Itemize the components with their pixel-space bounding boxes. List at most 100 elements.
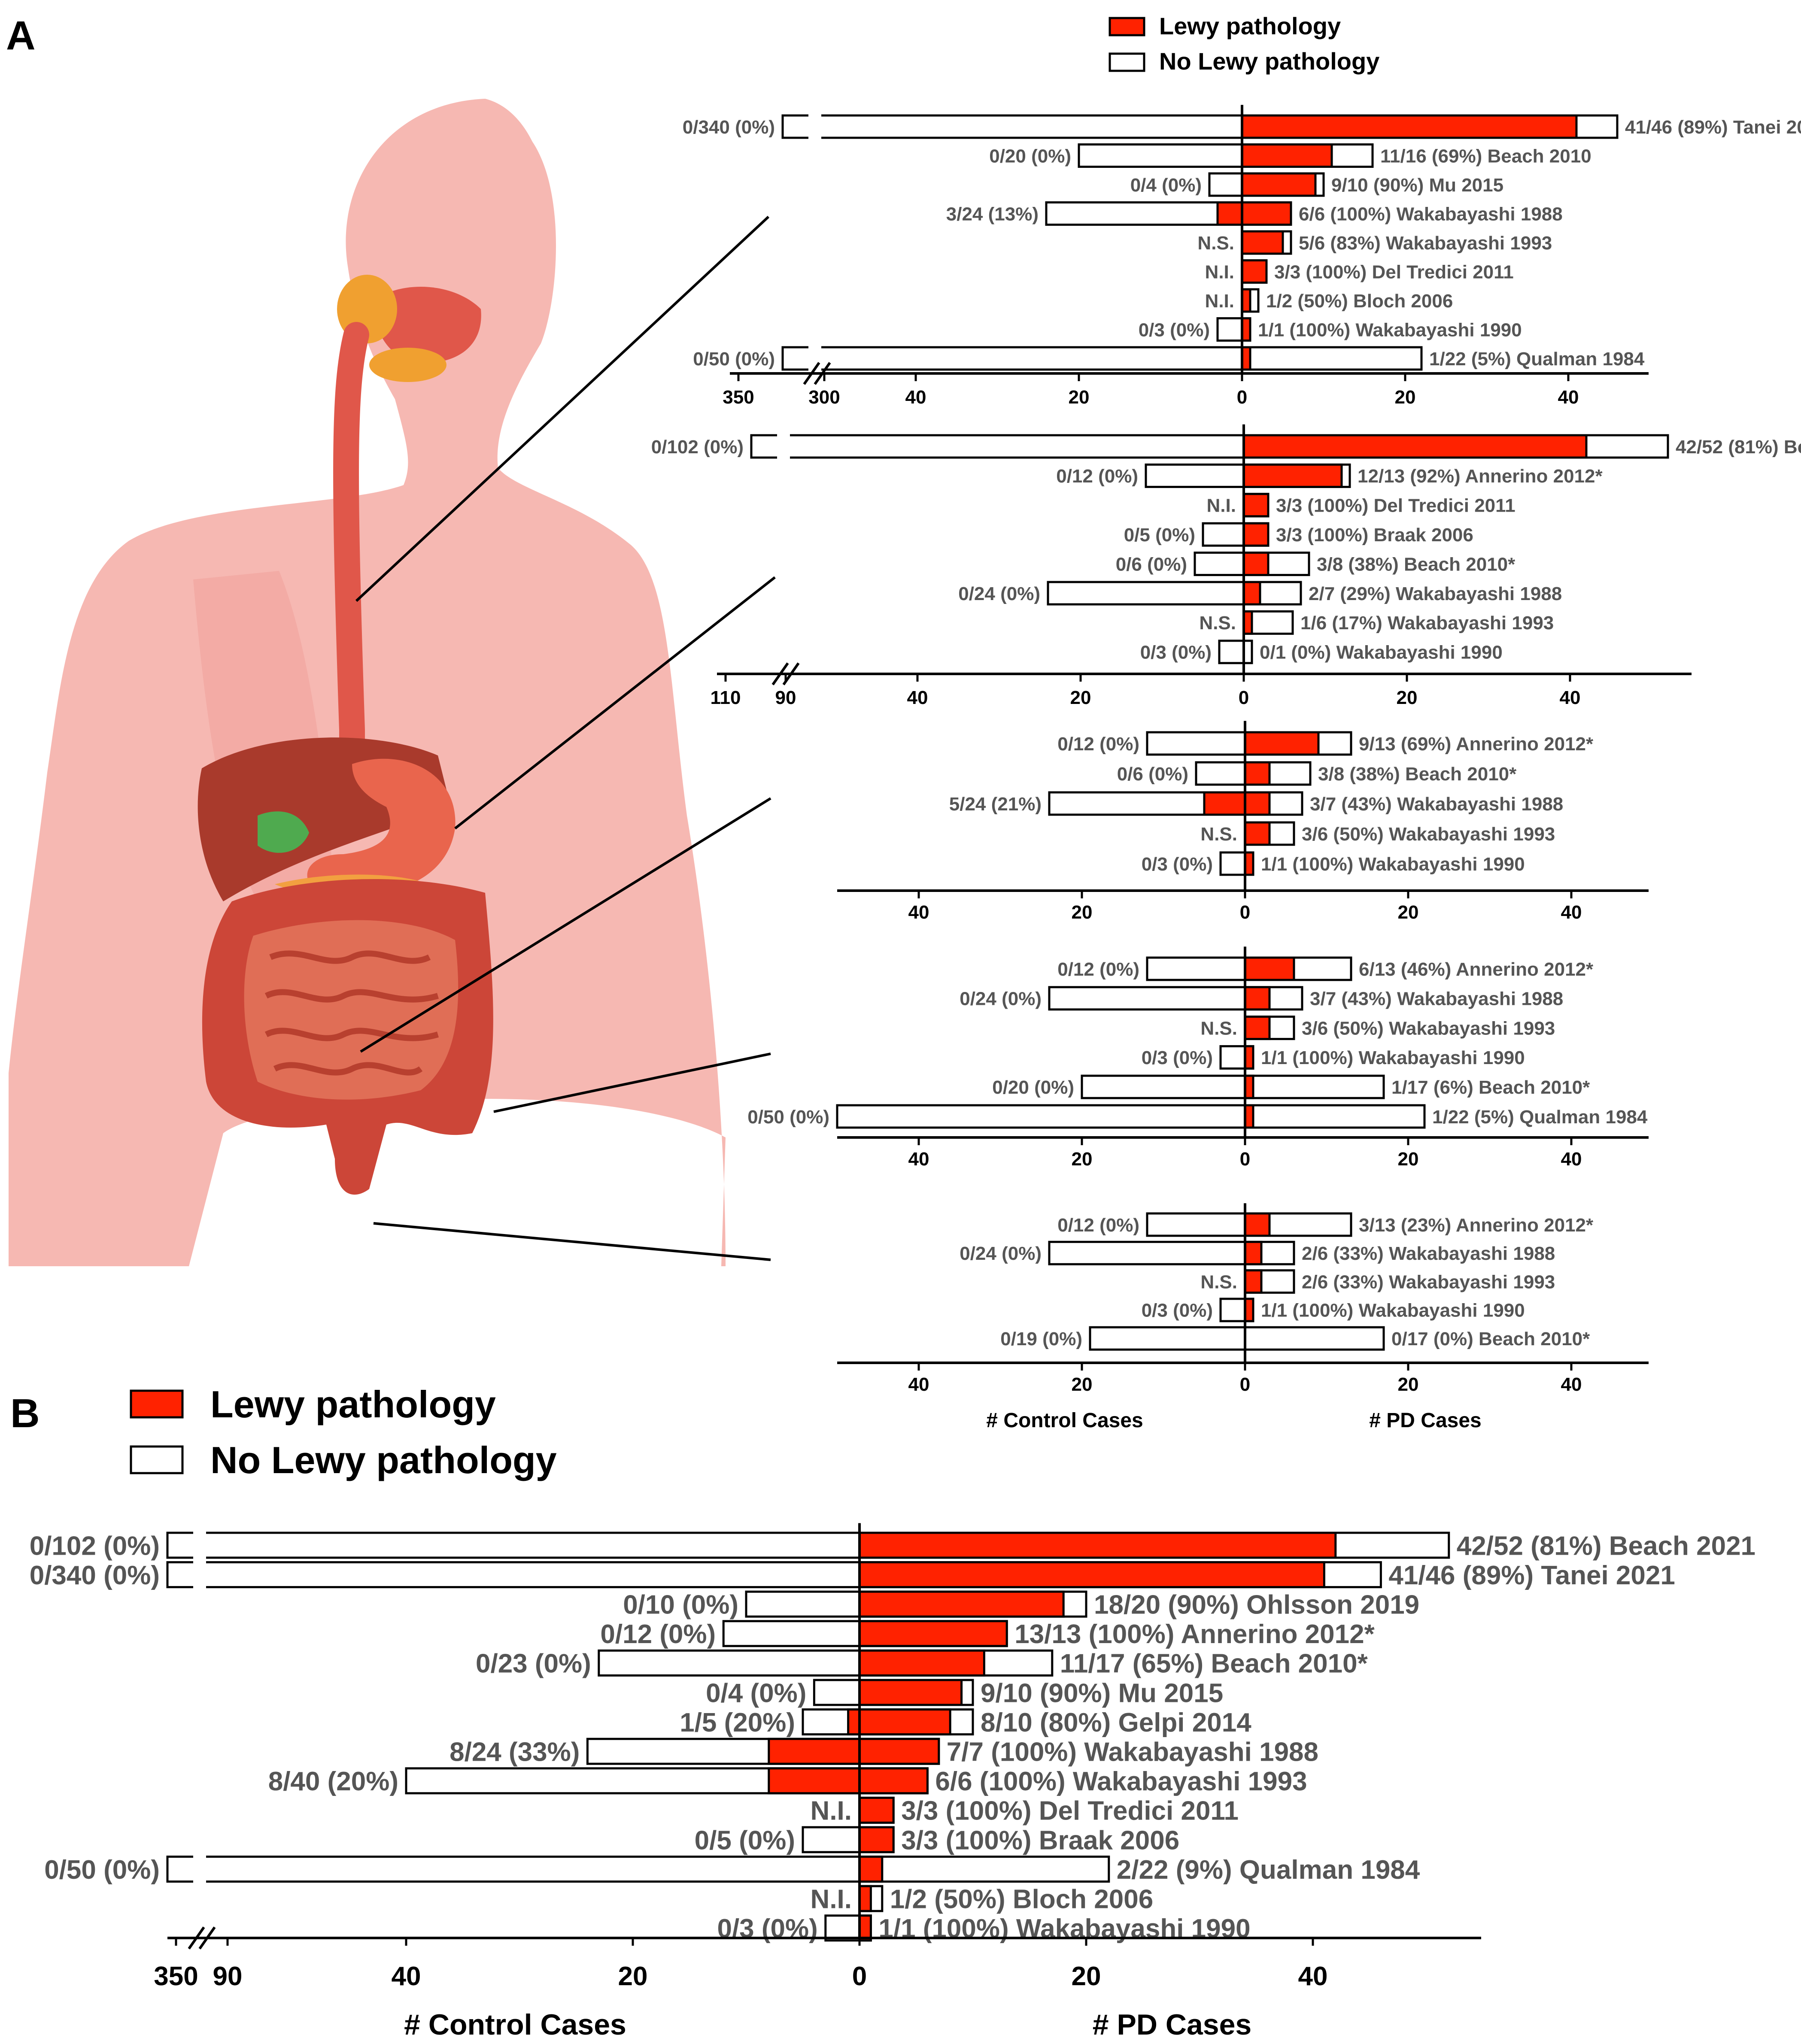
control-bar-total xyxy=(1219,1045,1246,1070)
legend-a-lewy-swatch xyxy=(1109,17,1145,36)
pd-bar-total xyxy=(1244,1326,1385,1351)
pointer-line-5 xyxy=(373,1222,771,1261)
control-value-label: N.S. xyxy=(1199,613,1236,634)
pd-value-label: 1/22 (5%) Qualman 1984 xyxy=(1432,1107,1648,1128)
control-bar-total xyxy=(1216,317,1243,342)
pd-value-label: 1/1 (100%) Wakabayashi 1990 xyxy=(1261,854,1525,875)
pd-bar-lewy xyxy=(1244,1016,1271,1040)
pd-bar-lewy xyxy=(1244,761,1271,786)
legend-a: Lewy pathology No Lewy pathology xyxy=(1109,12,1379,75)
pd-bar-lewy xyxy=(1241,114,1578,139)
axis-break-gap xyxy=(193,1853,206,1885)
pd-bar-lewy xyxy=(1241,230,1284,255)
control-value-label: 0/20 (0%) xyxy=(992,1077,1074,1098)
pd-value-label: 3/3 (100%) Braak 2006 xyxy=(901,1826,1179,1855)
pd-bar-lewy xyxy=(1244,731,1320,756)
pd-value-label: 41/46 (89%) Tanei 2021 xyxy=(1388,1561,1675,1590)
x-tick-label: 350 xyxy=(154,1962,198,1991)
axis-break-gap xyxy=(193,1559,206,1591)
axis-break-gap xyxy=(808,112,821,141)
control-value-label: 0/5 (0%) xyxy=(1124,525,1195,546)
axis-break-mark xyxy=(198,1926,216,1950)
pd-bar-lewy xyxy=(1242,493,1270,518)
x-tick-label: 20 xyxy=(1070,687,1091,708)
pd-value-label: 1/1 (100%) Wakabayashi 1990 xyxy=(1261,1300,1525,1321)
pd-bar-lewy xyxy=(1241,201,1292,226)
pd-value-label: 1/22 (5%) Qualman 1984 xyxy=(1429,349,1645,370)
control-value-label: 0/24 (0%) xyxy=(960,1243,1042,1264)
control-bar-total xyxy=(1089,1326,1246,1351)
x-tick-label: 20 xyxy=(1069,387,1090,408)
control-value-label: 3/24 (13%) xyxy=(946,203,1039,224)
pd-value-label: 3/13 (23%) Annerino 2012* xyxy=(1359,1215,1594,1236)
control-value-label: N.S. xyxy=(1200,1018,1237,1039)
panel-b-xlabel-pd: # PD Cases xyxy=(1093,2008,1251,2041)
x-tick-label: 40 xyxy=(392,1962,421,1991)
control-value-label: 0/102 (0%) xyxy=(30,1531,160,1561)
control-bar-total xyxy=(781,114,1243,139)
pd-bar-lewy xyxy=(1242,552,1270,576)
control-bar-total xyxy=(1202,522,1245,547)
pd-value-label: 2/7 (29%) Wakabayashi 1988 xyxy=(1309,583,1562,604)
pd-bar-lewy xyxy=(858,1649,985,1677)
pd-bar-total xyxy=(1244,1074,1385,1099)
control-bar-lewy xyxy=(847,1708,861,1736)
x-tick-label: 0 xyxy=(1240,1149,1250,1170)
control-value-label: 1/5 (20%) xyxy=(680,1708,795,1738)
x-tick-label: 0 xyxy=(1240,1374,1250,1395)
control-bar-total xyxy=(836,1104,1246,1129)
pd-value-label: 11/17 (65%) Beach 2010* xyxy=(1060,1649,1368,1679)
pointer-line-3 xyxy=(360,797,771,1053)
pd-value-label: 6/13 (46%) Annerino 2012* xyxy=(1359,959,1594,980)
legend-a-nolewy-label: No Lewy pathology xyxy=(1159,48,1379,75)
control-value-label: 5/24 (21%) xyxy=(949,794,1042,815)
pd-bar-total xyxy=(858,1856,1110,1883)
control-bar-total xyxy=(722,1620,861,1647)
x-tick-label: 20 xyxy=(1072,1962,1101,1991)
axis-break-mark xyxy=(814,362,831,385)
pd-value-label: 6/6 (100%) Wakabayashi 1988 xyxy=(1299,203,1563,224)
pd-bar-lewy xyxy=(1244,956,1295,981)
control-bar-total xyxy=(781,346,1243,371)
control-value-label: 0/3 (0%) xyxy=(1142,1300,1213,1321)
pd-bar-lewy xyxy=(1242,434,1588,459)
pd-value-label: 9/13 (69%) Annerino 2012* xyxy=(1359,734,1594,755)
control-bar-total xyxy=(750,434,1245,459)
x-tick-label: 110 xyxy=(711,687,741,708)
x-tick-label: 40 xyxy=(1560,687,1581,708)
pd-value-label: 3/3 (100%) Braak 2006 xyxy=(1276,525,1473,546)
control-value-label: 0/6 (0%) xyxy=(1117,764,1188,785)
x-tick-label: 20 xyxy=(1395,387,1416,408)
control-bar-total xyxy=(166,1856,861,1883)
pd-bar-lewy xyxy=(858,1590,1065,1618)
panel-label-b: B xyxy=(10,1391,40,1436)
control-value-label: 0/24 (0%) xyxy=(960,989,1042,1010)
pd-value-label: 0/17 (0%) Beach 2010* xyxy=(1391,1328,1590,1350)
pd-bar-lewy xyxy=(858,1679,963,1706)
body-silhouette xyxy=(9,99,726,1266)
control-bar-total xyxy=(1195,761,1246,786)
control-bar-total xyxy=(1081,1074,1246,1099)
pd-bar-lewy xyxy=(1244,1269,1263,1294)
pointer-line-1 xyxy=(355,215,770,602)
control-value-label: 0/102 (0%) xyxy=(651,437,744,458)
legend-b-nolewy-label: No Lewy pathology xyxy=(210,1439,557,1481)
control-bar-total xyxy=(1045,201,1243,226)
control-value-label: 0/50 (0%) xyxy=(747,1107,829,1128)
pd-value-label: 6/6 (100%) Wakabayashi 1993 xyxy=(935,1767,1307,1796)
control-bar-total xyxy=(1218,640,1245,664)
pd-value-label: 41/46 (89%) Tanei 2021 xyxy=(1625,117,1801,138)
panel-b-xlabel-control: # Control Cases xyxy=(404,2008,626,2041)
control-value-label: 0/50 (0%) xyxy=(693,349,775,370)
control-bar-lewy xyxy=(768,1738,861,1765)
axis-break-gap xyxy=(777,432,790,461)
pd-value-label: 1/1 (100%) Wakabayashi 1990 xyxy=(1261,1047,1525,1068)
gi-tract-illustration xyxy=(9,99,776,1266)
pd-value-label: 5/6 (83%) Wakabayashi 1993 xyxy=(1299,233,1552,254)
x-tick-label: 40 xyxy=(1298,1962,1328,1991)
control-value-label: 0/19 (0%) xyxy=(1000,1328,1082,1350)
control-bar-total xyxy=(1145,463,1245,488)
control-value-label: 0/340 (0%) xyxy=(683,117,775,138)
pd-value-label: 9/10 (90%) Mu 2015 xyxy=(981,1678,1223,1708)
control-value-label: 0/3 (0%) xyxy=(1142,1047,1213,1068)
